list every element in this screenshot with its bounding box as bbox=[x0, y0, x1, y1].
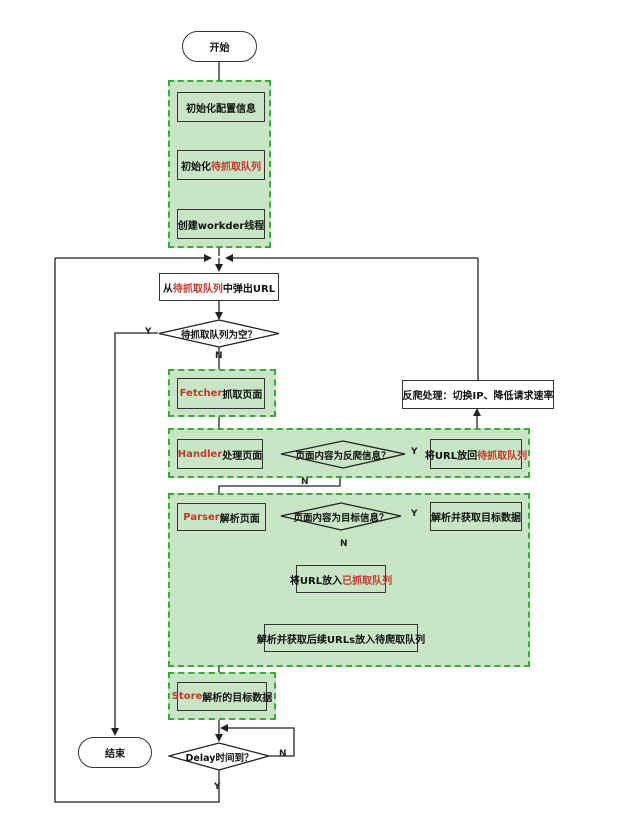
label-empty-yes: Y bbox=[145, 327, 152, 337]
delay-text: Delay时间到？ bbox=[185, 752, 254, 764]
label-target-yes: Y bbox=[411, 509, 418, 519]
start-terminal: 开始 bbox=[182, 31, 257, 62]
create-worker-box: 创建workder线程 bbox=[177, 209, 265, 239]
target-info-decision bbox=[280, 502, 402, 531]
anti-info-text: 页面内容为反爬信息？ bbox=[295, 450, 391, 462]
pop-url-box: 从待抓取队列中弹出URL bbox=[159, 273, 279, 301]
edge-delay-no bbox=[220, 724, 295, 757]
queue-empty-text: 待抓取队列为空？ bbox=[180, 329, 257, 341]
init-config-box: 初始化配置信息 bbox=[177, 92, 265, 122]
put-back-box: 将URL放回待抓取队列 bbox=[425, 439, 527, 469]
label-anti-yes: Y bbox=[411, 447, 418, 457]
init-queue-box: 初始化待抓取队列 bbox=[177, 150, 265, 180]
label-delay-yes: Y bbox=[214, 782, 221, 792]
edge-empty-yes bbox=[111, 332, 158, 736]
label-target-no: N bbox=[340, 539, 348, 549]
put-done-box: 将URL放入已抓取队列 bbox=[290, 565, 392, 593]
queue-empty-decision bbox=[158, 319, 280, 348]
label-delay-no: N bbox=[279, 749, 287, 759]
edge-delay-yes bbox=[54, 258, 220, 803]
label-anti-no: N bbox=[301, 477, 309, 487]
parse-next-box: 解析并获取后续URLs放入待爬取队列 bbox=[257, 624, 425, 652]
label-empty-no: N bbox=[215, 351, 223, 361]
parse-target-box: 解析并获取目标数据 bbox=[430, 502, 522, 531]
delay-decision bbox=[168, 742, 271, 771]
end-terminal: 结束 bbox=[78, 737, 152, 768]
anti-crawl-box: 反爬处理：切换IP、降低请求速率 bbox=[402, 380, 554, 409]
target-info-text: 页面内容为目标信息？ bbox=[293, 512, 389, 524]
anti-info-decision bbox=[280, 440, 406, 469]
